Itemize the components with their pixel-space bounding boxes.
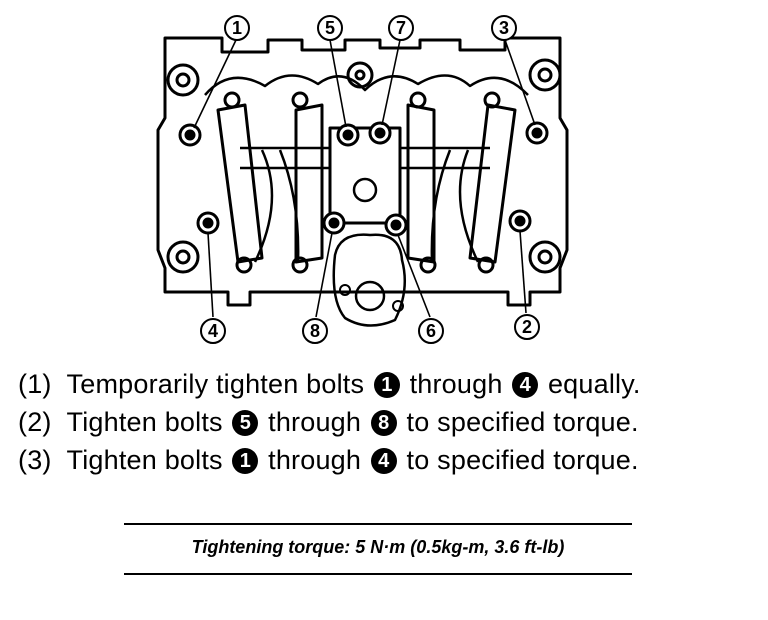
bolt-3 [525, 121, 549, 145]
step-text: through [268, 407, 362, 437]
rocker-shaft-left [240, 146, 330, 170]
bolt-4 [196, 211, 220, 235]
bolt-number-badge: 1 [232, 448, 259, 474]
step-text: Tighten bolts [66, 407, 223, 437]
bolt-number-badge: 8 [370, 410, 397, 436]
center-pedestal [328, 126, 402, 225]
svg-text:2: 2 [522, 317, 532, 337]
stud-boss [528, 58, 562, 92]
bolt-number-badge: 4 [370, 448, 397, 474]
callout-3: 3 [491, 15, 517, 41]
bolt-1 [178, 123, 202, 147]
callout-7: 7 [388, 15, 414, 41]
bolt-7 [368, 121, 392, 145]
step-text: Temporarily tighten bolts [66, 369, 365, 399]
callout-5: 5 [317, 15, 343, 41]
rocker-shaft-right [400, 146, 490, 170]
svg-text:5: 5 [325, 18, 335, 38]
bolt-number-badge: 5 [232, 410, 259, 436]
svg-text:3: 3 [499, 18, 509, 38]
svg-text:4: 4 [208, 321, 218, 341]
step-text: Tighten bolts [66, 445, 223, 475]
divider-top [124, 523, 632, 525]
bolt-5 [336, 123, 360, 147]
instruction-step-1: (1) Temporarily tighten bolts 1 through … [18, 367, 641, 401]
rocker-arm-right-1 [406, 103, 436, 264]
cylinder-head-diagram: 1 5 7 3 4 8 6 2 [156, 15, 569, 344]
callout-4: 4 [200, 318, 226, 344]
stud-boss [166, 63, 200, 97]
svg-text:7: 7 [396, 18, 406, 38]
step-number: (3) [18, 445, 52, 475]
bolt-8 [322, 211, 346, 235]
step-number: (2) [18, 407, 52, 437]
stud-boss [166, 240, 200, 274]
step-text: to specified torque. [406, 407, 639, 437]
step-text: to specified torque. [406, 445, 639, 475]
instruction-step-3: (3) Tighten bolts 1 through 4 to specifi… [18, 443, 639, 477]
oil-port [332, 233, 407, 327]
stud-boss [528, 240, 562, 274]
svg-text:8: 8 [310, 321, 320, 341]
bolt-2 [508, 209, 532, 233]
instruction-step-2: (2) Tighten bolts 5 through 8 to specifi… [18, 405, 639, 439]
callout-8: 8 [302, 318, 328, 344]
callout-1: 1 [224, 15, 250, 41]
svg-text:6: 6 [426, 321, 436, 341]
bolt-number-badge: 4 [512, 372, 539, 398]
rocker-arm-left-1 [216, 103, 264, 264]
svg-text:1: 1 [232, 18, 242, 38]
rocker-arm-right-2 [468, 103, 517, 264]
step-text: equally. [547, 369, 641, 399]
step-text: through [268, 445, 362, 475]
callout-6: 6 [418, 318, 444, 344]
bolt-6 [384, 213, 408, 237]
divider-bottom [124, 573, 632, 575]
bolt-number-badge: 1 [373, 372, 400, 398]
step-number: (1) [18, 369, 52, 399]
torque-spec: Tightening torque: 5 N·m (0.5kg-m, 3.6 f… [191, 537, 565, 557]
callout-2: 2 [514, 314, 540, 340]
rocker-arm-left-2 [294, 103, 324, 264]
step-text: through [409, 369, 503, 399]
head-outline [156, 36, 569, 307]
